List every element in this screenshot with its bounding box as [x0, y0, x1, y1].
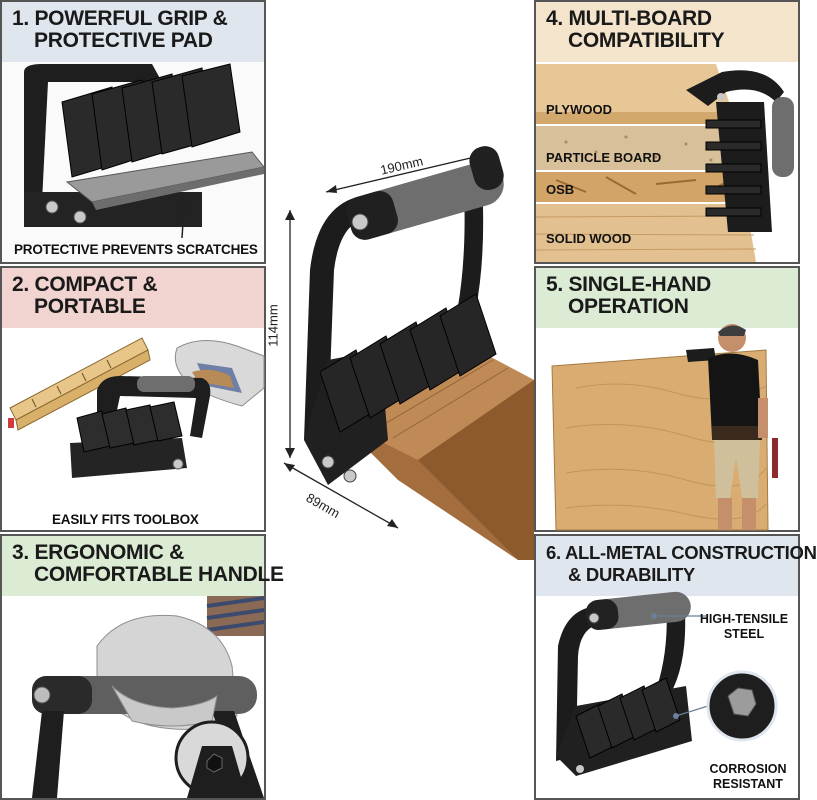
feature-panel-handle: 3. ERGONOMIC & COMFORTABLE HANDLE	[0, 534, 284, 800]
board-label-solid: SOLID WOOD	[546, 231, 632, 246]
board-label-plywood: PLYWOOD	[546, 102, 612, 117]
heading-line-2: COMFORTABLE HANDLE	[34, 563, 284, 586]
grip-tool-icon	[2, 62, 265, 262]
heading-line-1: 6. ALL-METAL CONSTRUCTION	[546, 542, 817, 563]
heading-line-2: PROTECTIVE PAD	[34, 29, 213, 52]
heading-line-1: 2. COMPACT &	[12, 273, 158, 296]
board-label-osb: OSB	[546, 182, 575, 197]
heading-line-1: 3. ERGONOMIC &	[12, 541, 184, 564]
panel-caption: PROTECTIVE PREVENTS SCRATCHES	[14, 242, 258, 257]
panel-heading: 5. SINGLE-HAND OPERATION	[536, 268, 798, 328]
panel-caption: EASILY FITS TOOLBOX	[52, 512, 199, 527]
heading-line-1: 4. MULTI-BOARD	[546, 7, 712, 30]
panel-heading: 6. ALL-METAL CONSTRUCTION & DURABILITY	[536, 536, 817, 596]
grip-tool-icon	[304, 195, 368, 440]
worker-photo-icon	[536, 324, 798, 531]
feature-panel-grip: 1. POWERFUL GRIP & PROTECTIVE PAD PROTEC…	[0, 0, 266, 264]
heading-line-1: 1. POWERFUL GRIP &	[12, 7, 228, 30]
heading-line-2: OPERATION	[568, 295, 689, 318]
heading-line-2: COMPATIBILITY	[568, 29, 725, 52]
board-stack-scene	[535, 64, 794, 262]
heading-line-2: PORTABLE	[34, 295, 146, 318]
panel-heading: 1. POWERFUL GRIP & PROTECTIVE PAD	[2, 2, 264, 62]
grip-tool-icon	[70, 376, 211, 478]
grip-tool-icon	[686, 70, 794, 232]
panel-heading: 2. COMPACT & PORTABLE	[2, 268, 264, 328]
grip-tool-icon	[556, 591, 692, 776]
panel-heading: 3. ERGONOMIC & COMFORTABLE HANDLE	[2, 536, 284, 596]
feature-panel-all-metal: 6. ALL-METAL CONSTRUCTION & DURABILITY	[534, 534, 817, 800]
board-label-particle: PARTICLE BOARD	[546, 150, 662, 165]
heading-line-1: 5. SINGLE-HAND	[546, 273, 711, 296]
bolt-icon	[351, 213, 369, 231]
callout-corrosion: CORROSION RESISTANT	[709, 762, 787, 791]
heading-line-2: & DURABILITY	[568, 564, 695, 585]
handle-scene	[32, 596, 265, 798]
feature-panel-multiboard: 4. MULTI-BOARD COMPATIBILITY	[534, 0, 800, 264]
metal-tool-scene	[556, 591, 778, 776]
center-product-illustration	[283, 146, 534, 560]
feature-panel-compact: 2. COMPACT & PORTABLE	[0, 266, 266, 532]
feature-panel-single-hand: 5. SINGLE-HAND OPERATION	[534, 266, 800, 532]
folding-ruler-icon	[8, 337, 151, 431]
dimension-height: 114mm	[265, 304, 281, 347]
callout-steel: HIGH-TENSILE STEEL	[699, 612, 789, 641]
panel-heading: 4. MULTI-BOARD COMPATIBILITY	[536, 2, 798, 62]
hex-bolt-closeup-icon	[706, 670, 778, 742]
toolbox-scene	[8, 337, 265, 478]
